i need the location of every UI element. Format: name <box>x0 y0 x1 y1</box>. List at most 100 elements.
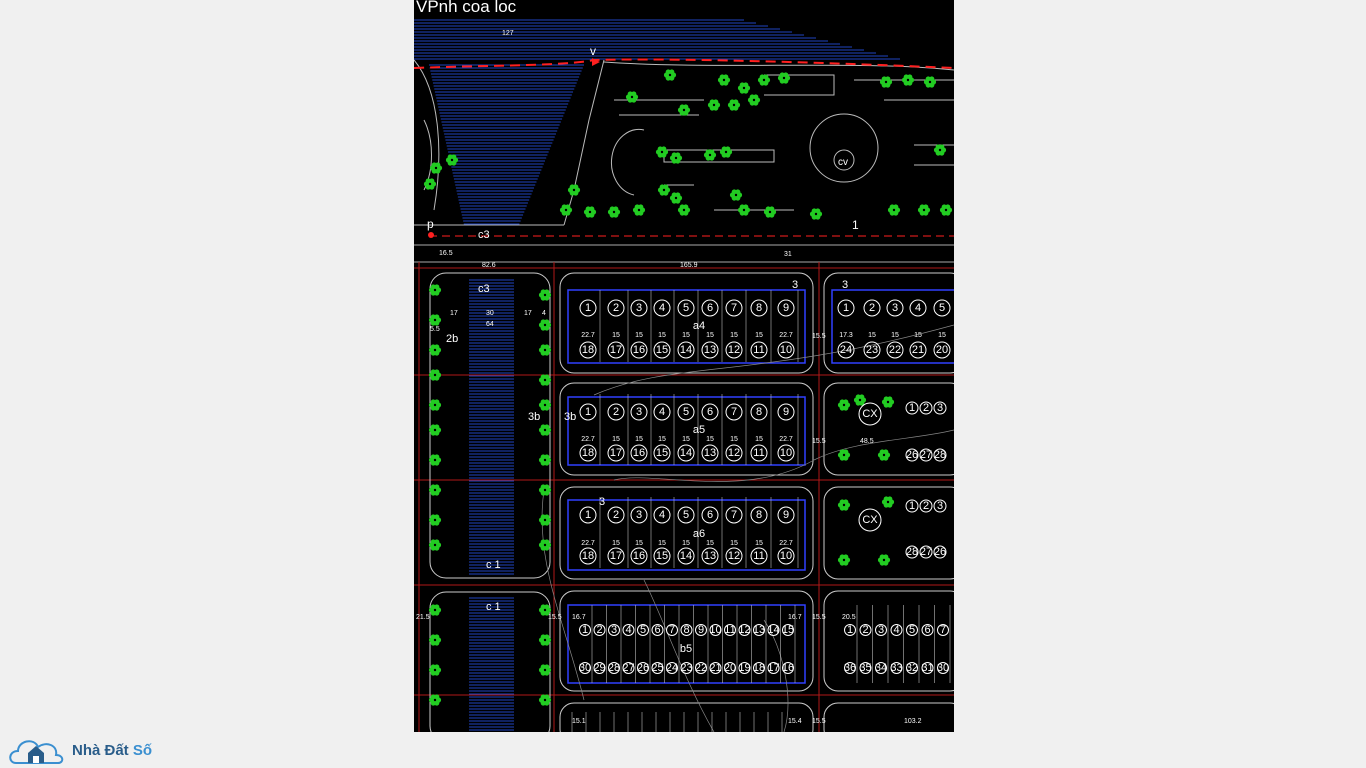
lot-a4-bottom-17-circle <box>607 341 625 359</box>
tree-symbol <box>707 99 721 111</box>
lot-a6-bottom-13-circle <box>701 547 719 565</box>
lot-divider-lines <box>571 290 951 732</box>
lot-cx1-bottom-27-circle <box>919 448 933 462</box>
lot-a4-bottom-16-circle <box>630 341 648 359</box>
lot-bright-top-6: 6 <box>924 624 930 636</box>
lot-a6-bottom-15: 15 <box>656 550 668 562</box>
lot-b5-bottom-22-circle <box>695 662 707 674</box>
water-hatch-channel-1 <box>469 279 514 575</box>
lot-b5-top-6: 6 <box>654 624 660 636</box>
lot-a5-bottom-10-circle <box>777 444 795 462</box>
dim-a6-0: 22.7 <box>581 540 595 547</box>
watermark-brand: Nhà Đất Số <box>72 742 152 759</box>
block-a6-outline <box>559 486 814 580</box>
tree-symbol <box>837 499 851 511</box>
dim-right1-3: 15 <box>914 332 922 339</box>
lot-a5-bottom-14-circle <box>677 444 695 462</box>
lot-a4-bottom-11-circle <box>750 341 768 359</box>
lot-a5-bottom-17-circle <box>607 444 625 462</box>
dim-165-9: 165.9 <box>680 262 698 269</box>
tree-symbol <box>923 76 937 88</box>
lot-a4-top-3-circle <box>630 299 648 317</box>
lot-b5-bottom-28-circle <box>608 662 620 674</box>
tree-symbol <box>538 454 552 466</box>
tree-symbol <box>538 319 552 331</box>
lot-right1-bottom-23-circle <box>863 341 881 359</box>
tree-symbol <box>719 146 733 158</box>
lot-a5-bottom-13-circle <box>701 444 719 462</box>
lot-a6-bottom-14: 14 <box>680 550 692 562</box>
lot-cx2-bottom-26: 26 <box>934 546 946 558</box>
tree-symbol <box>657 184 671 196</box>
lot-b5-bottom-17: 17 <box>767 662 779 674</box>
tree-symbol <box>763 206 777 218</box>
lot-a4-bottom-11: 11 <box>753 344 764 356</box>
dim-15-5-r5: 15.5 <box>812 718 826 725</box>
drawing-title-fragment: VPnh coa loc <box>416 0 517 16</box>
dim-right1-1: 15 <box>868 332 876 339</box>
lot-right1-top-3: 3 <box>892 302 898 314</box>
block-label-a6: a6 <box>693 528 705 540</box>
lot-a5-top-7-circle <box>725 403 743 421</box>
tree-symbol <box>428 369 442 381</box>
lot-a6-top-8-circle <box>750 506 768 524</box>
lot-right1-bottom-20-circle <box>933 341 951 359</box>
tree-symbol <box>583 206 597 218</box>
lot-bright-top-5-circle <box>906 624 918 636</box>
tree-symbol <box>837 554 851 566</box>
lot-a4-top-9-circle <box>777 299 795 317</box>
tree-symbol <box>538 604 552 616</box>
lot-a5-bottom-15: 15 <box>656 447 668 459</box>
lot-b5-bottom-27: 27 <box>622 662 634 674</box>
lot-cx2-top-2-circle <box>919 499 933 513</box>
lot-a6-top-7: 7 <box>731 509 737 521</box>
lot-a4-bottom-13: 13 <box>704 344 716 356</box>
lot-b5-bottom-18: 18 <box>753 662 765 674</box>
lot-right1-bottom-20: 20 <box>936 344 948 356</box>
lot-bright-bottom-32-circle <box>906 662 918 674</box>
tree-symbol <box>538 399 552 411</box>
lot-a6-bottom-13: 13 <box>704 550 716 562</box>
dim-64: 64 <box>486 321 494 328</box>
lot-a5-top-8: 8 <box>756 406 762 418</box>
lot-cx1-bottom-27: 27 <box>920 449 932 461</box>
lot-b5-bottom-26: 26 <box>637 662 649 674</box>
lot-b5-top-5: 5 <box>640 624 646 636</box>
tree-symbol <box>538 424 552 436</box>
lot-b5-top-8-circle <box>680 624 693 636</box>
dim-a5-2: 15 <box>635 436 643 443</box>
dim-a5-3: 15 <box>658 436 666 443</box>
water-hatch-top <box>414 19 900 60</box>
lot-a4-top-8-circle <box>750 299 768 317</box>
dim-a4-2: 15 <box>635 332 643 339</box>
lot-a5-bottom-12: 12 <box>728 447 740 459</box>
tree-symbol <box>607 206 621 218</box>
tree-symbol <box>777 72 791 84</box>
lot-right1-top-2-circle <box>863 299 881 317</box>
lot-a5-bottom-11: 11 <box>753 447 764 459</box>
lot-bright-top-2: 2 <box>862 624 868 636</box>
lot-a5-bottom-12-circle <box>725 444 743 462</box>
lot-b5-top-13-circle <box>753 624 765 636</box>
lot-right1-bottom-23: 23 <box>866 344 878 356</box>
lot-a6-bottom-17-circle <box>607 547 625 565</box>
lot-bright-bottom-30: 30 <box>937 662 949 674</box>
dim-a6-1: 15 <box>612 540 620 547</box>
lot-cx2-top-3: 3 <box>937 500 943 512</box>
lot-bright-bottom-35: 35 <box>859 662 871 674</box>
lot-b5-top-7-circle <box>666 624 678 636</box>
lot-b5-bottom-26-circle <box>637 662 649 674</box>
marker-p-label: p <box>427 217 434 231</box>
cad-drawing-viewer[interactable]: VPnh coa loc v p 1 cv 127 82.6 165.9 16.… <box>414 0 954 732</box>
tree-symbol <box>737 82 751 94</box>
lot-a6-top-3-circle <box>630 506 648 524</box>
lot-cx1-top-2: 2 <box>923 402 929 414</box>
lot-b5-bottom-16-circle <box>782 662 794 674</box>
tree-symbol <box>901 74 915 86</box>
lot-a6-top-5: 5 <box>683 509 689 521</box>
lot-a4-bottom-18: 18 <box>582 344 594 356</box>
lot-a4-top-5: 5 <box>683 302 689 314</box>
dim-a5-0: 22.7 <box>581 436 595 443</box>
lot-right1-top-5-circle <box>933 299 951 317</box>
center-circle-label: cv <box>838 157 848 168</box>
